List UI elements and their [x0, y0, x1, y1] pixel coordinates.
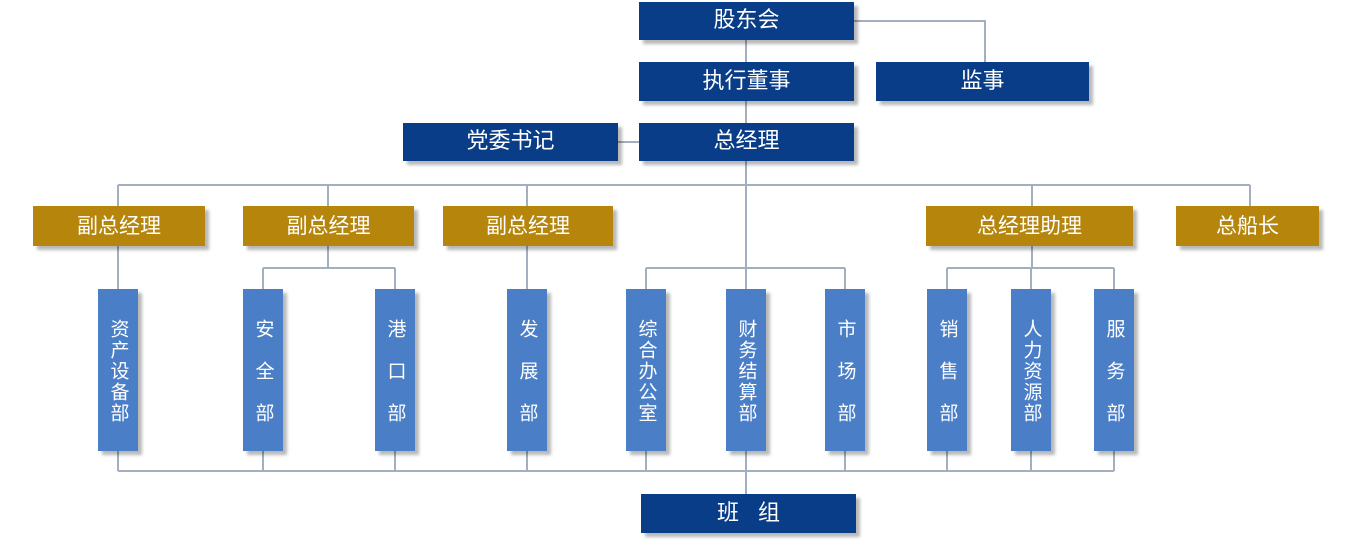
- dept-label: 发展部: [516, 318, 539, 445]
- box-supervisor: 监事: [876, 62, 1089, 101]
- dept-label: 财务结算部: [735, 318, 758, 424]
- dept-label: 安全部: [252, 318, 275, 445]
- box-safety-dept: 安全部: [243, 289, 283, 451]
- box-team: 班 组: [641, 494, 856, 533]
- box-gm-assistant: 总经理助理: [926, 206, 1133, 246]
- dept-label: 服务部: [1103, 318, 1126, 445]
- box-service-dept: 服务部: [1094, 289, 1134, 451]
- box-label: 总船长: [1216, 213, 1279, 238]
- box-label: 班 组: [717, 500, 786, 526]
- box-asset-equipment-dept: 资产设备部: [98, 289, 138, 451]
- box-label: 副总经理: [77, 213, 161, 238]
- box-executive-director: 执行董事: [639, 62, 854, 101]
- dept-label: 市场部: [834, 318, 857, 445]
- dept-label: 资产设备部: [107, 318, 130, 424]
- box-market-dept: 市场部: [825, 289, 865, 451]
- box-development-dept: 发展部: [507, 289, 547, 451]
- box-shareholders-meeting: 股东会: [639, 2, 854, 40]
- connector-line: [854, 20, 986, 62]
- box-label: 执行董事: [702, 68, 791, 94]
- box-port-dept: 港口部: [375, 289, 415, 451]
- box-label: 股东会: [713, 8, 780, 33]
- box-human-resources-dept: 人力资源部: [1011, 289, 1051, 451]
- dept-label: 人力资源部: [1020, 318, 1043, 424]
- box-label: 总经理: [713, 129, 780, 154]
- box-finance-settlement-dept: 财务结算部: [726, 289, 766, 451]
- dept-label: 综合办公室: [635, 318, 658, 424]
- box-deputy-gm-3: 副总经理: [443, 206, 613, 246]
- box-label: 副总经理: [286, 213, 371, 238]
- box-deputy-gm-2: 副总经理: [243, 206, 414, 246]
- box-label: 总经理助理: [977, 213, 1082, 238]
- dept-label: 销售部: [936, 318, 959, 445]
- box-deputy-gm-1: 副总经理: [33, 206, 205, 246]
- box-sales-dept: 销售部: [927, 289, 967, 451]
- dept-label: 港口部: [384, 318, 407, 445]
- box-chief-captain: 总船长: [1176, 206, 1319, 246]
- box-label: 副总经理: [486, 213, 570, 238]
- box-general-office: 综合办公室: [626, 289, 666, 451]
- box-general-manager: 总经理: [639, 123, 854, 161]
- box-label: 党委书记: [466, 129, 555, 154]
- box-label: 监事: [960, 68, 1005, 94]
- box-party-secretary: 党委书记: [403, 123, 618, 161]
